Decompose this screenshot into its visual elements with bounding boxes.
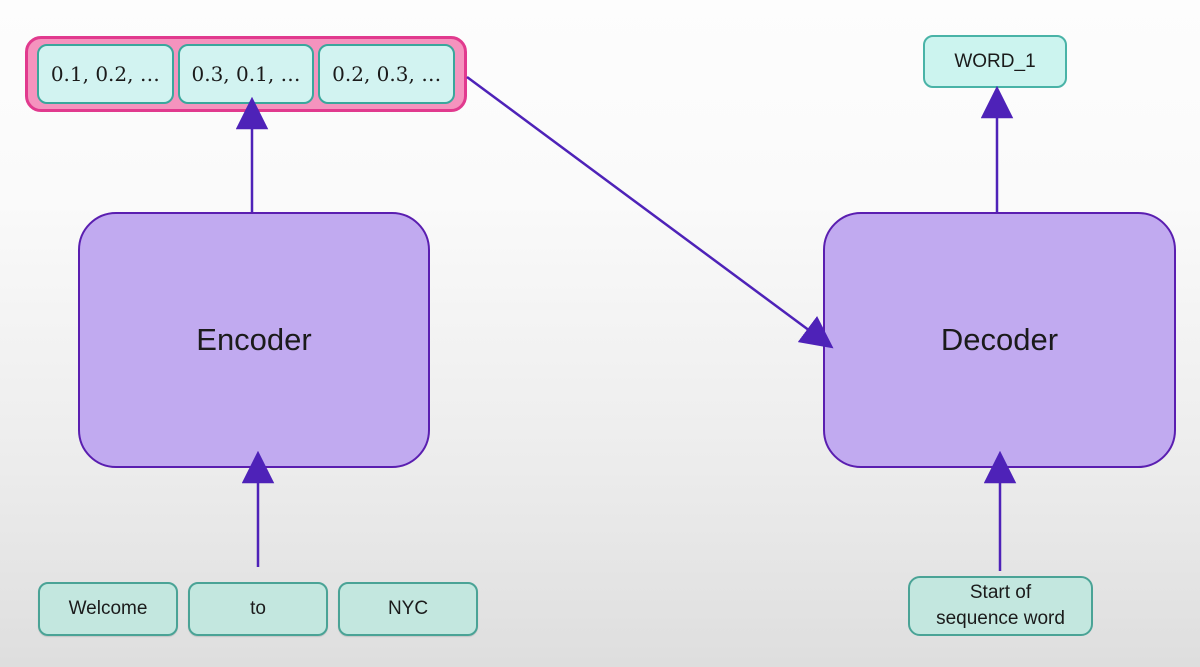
input-token-welcome: Welcome	[38, 582, 178, 636]
start-of-sequence-line1: Start of	[969, 582, 1032, 604]
arrow-vector-to-decoder	[466, 75, 834, 349]
input-token-nyc: NYC	[338, 582, 478, 636]
encoder-block: Encoder	[78, 212, 430, 468]
decoder-block: Decoder	[823, 212, 1176, 468]
context-vector-cell: 0.2, 0.3, …	[318, 44, 456, 104]
start-of-sequence-box: Start of sequence word	[908, 576, 1093, 636]
context-vector-container: 0.1, 0.2, … 0.3, 0.1, … 0.2, 0.3, …	[25, 36, 467, 112]
context-vector-cell: 0.3, 0.1, …	[177, 44, 315, 104]
context-vector-cell: 0.1, 0.2, …	[37, 44, 174, 104]
output-word-box: WORD_1	[923, 35, 1067, 88]
start-of-sequence-line2: sequence word	[936, 608, 1065, 629]
input-token-to: to	[188, 582, 328, 636]
